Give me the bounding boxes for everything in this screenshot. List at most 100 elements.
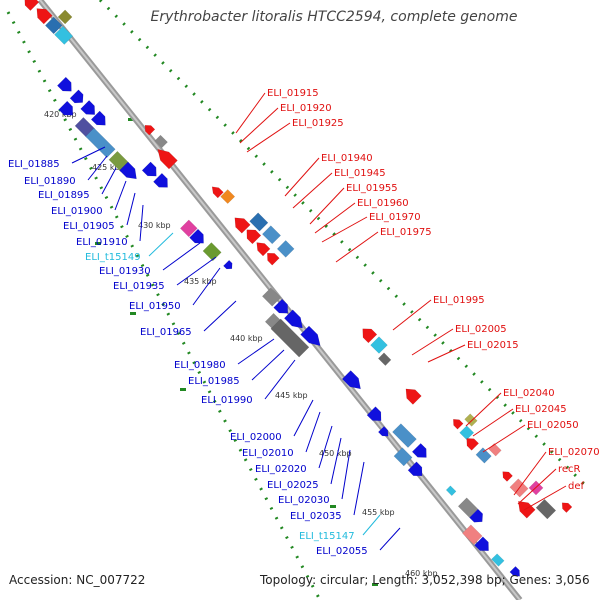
gene-arrow xyxy=(453,419,464,430)
gene-block xyxy=(270,318,310,358)
gene-arrow xyxy=(273,298,289,314)
genome-info-text: Topology: circular; Length: 3,052,398 bp… xyxy=(260,573,590,587)
gene-block xyxy=(57,9,73,25)
gene-arrow xyxy=(58,100,74,116)
label-connector xyxy=(523,485,567,511)
gene-block xyxy=(261,287,282,307)
gene-block xyxy=(491,553,505,567)
label-connectors xyxy=(71,92,567,551)
kbp-tick-label: 440 kbp xyxy=(230,334,263,343)
gene-label-eli_01960: ELI_01960 xyxy=(357,198,409,209)
kbp-tick-mark xyxy=(128,118,134,121)
gene-arrow xyxy=(119,161,137,180)
gene-block xyxy=(261,225,282,245)
gene-label-eli_01925: ELI_01925 xyxy=(292,118,344,129)
kbp-tick-label: 420 kbp xyxy=(44,110,77,119)
gene-block xyxy=(459,425,475,441)
gene-arrow xyxy=(80,100,96,115)
label-connector xyxy=(321,216,368,243)
gene-label-eli_02000: ELI_02000 xyxy=(230,432,282,443)
gene-arrow xyxy=(157,148,178,170)
gene-arrow xyxy=(36,8,53,25)
label-connector xyxy=(246,122,291,153)
label-connector xyxy=(176,256,217,286)
gene-label-eli_02015: ELI_02015 xyxy=(467,340,519,351)
gene-label-eli_01890: ELI_01890 xyxy=(24,176,76,187)
kbp-tick-label: 430 kbp xyxy=(138,221,171,230)
label-connector xyxy=(330,437,342,485)
gene-arrow xyxy=(366,406,382,421)
map-title: Erythrobacter litoralis HTCC2594, comple… xyxy=(150,9,518,25)
label-connector xyxy=(427,344,466,363)
label-connector xyxy=(309,187,345,225)
gene-label-eli_01930: ELI_01930 xyxy=(99,266,151,277)
label-connector xyxy=(362,514,381,536)
label-connector xyxy=(162,242,201,271)
gene-label-eli_01995: ELI_01995 xyxy=(433,295,485,306)
kbp-tick-mark xyxy=(330,505,336,508)
label-connector xyxy=(472,408,514,437)
gene-label-eli_02010: ELI_02010 xyxy=(242,448,294,459)
gene-label-eli_02030: ELI_02030 xyxy=(278,495,330,506)
gene-block xyxy=(370,336,388,354)
label-connector xyxy=(292,172,333,209)
label-connector xyxy=(318,425,333,469)
label-connector xyxy=(237,338,275,365)
gene-block xyxy=(276,240,295,258)
gene-block xyxy=(220,189,236,204)
gene-label-eli_02055: ELI_02055 xyxy=(316,546,368,557)
gene-arrow xyxy=(407,461,423,477)
gene-label-eli_01990: ELI_01990 xyxy=(201,395,253,406)
gene-label-eli_01910: ELI_01910 xyxy=(76,237,128,248)
gene-label-eli_01950: ELI_01950 xyxy=(129,301,181,312)
gene-block xyxy=(54,25,74,45)
gene-block xyxy=(445,485,457,497)
gene-arrow xyxy=(561,502,573,513)
gene-block xyxy=(249,212,269,232)
gene-label-eli_01920: ELI_01920 xyxy=(280,103,332,114)
gene-arrow xyxy=(300,325,321,347)
label-connector xyxy=(335,231,379,263)
gene-arrow xyxy=(234,217,251,234)
kbp-tick-label: 425 kbp xyxy=(92,163,125,172)
label-connector xyxy=(517,468,557,505)
gene-label-eli_02025: ELI_02025 xyxy=(267,480,319,491)
gene-arrow xyxy=(256,242,271,257)
gene-arrow xyxy=(56,76,72,92)
label-connector xyxy=(482,424,526,453)
label-connector xyxy=(411,328,454,356)
label-connector xyxy=(513,451,547,496)
label-connector xyxy=(305,411,321,453)
label-connector xyxy=(71,146,106,164)
gene-label-eli_01915: ELI_01915 xyxy=(267,88,319,99)
gene-arrow xyxy=(469,508,483,523)
gene-label-eli_01940: ELI_01940 xyxy=(321,153,373,164)
gene-block xyxy=(85,127,116,159)
label-connector xyxy=(101,167,117,195)
gene-label-eli_01885: ELI_01885 xyxy=(8,159,60,170)
kbp-tick-mark xyxy=(130,312,136,315)
gene-label-eli_01955: ELI_01955 xyxy=(346,183,398,194)
label-connector xyxy=(114,180,127,211)
gene-arrow xyxy=(509,566,520,577)
gene-label-eli_02070: ELI_02070 xyxy=(548,447,600,458)
genome-backbone xyxy=(37,0,523,600)
label-connector xyxy=(87,155,108,181)
gene-label-eli_02035: ELI_02035 xyxy=(290,511,342,522)
gene-label-eli_01985: ELI_01985 xyxy=(188,376,240,387)
gene-arrow xyxy=(24,0,40,11)
label-connector xyxy=(465,392,502,427)
gene-block xyxy=(44,16,63,35)
gene-block xyxy=(179,219,198,238)
gene-arrow xyxy=(189,228,204,244)
gene-label-eli_02045: ELI_02045 xyxy=(515,404,567,415)
gene-arrow xyxy=(377,426,389,437)
gene-arrow xyxy=(144,124,156,136)
gene-arrow xyxy=(405,388,422,405)
label-connector xyxy=(314,202,356,234)
label-connector xyxy=(392,299,432,331)
gene-label-eli_01980: ELI_01980 xyxy=(174,360,226,371)
label-connector xyxy=(341,449,351,500)
gene-block xyxy=(393,447,413,467)
